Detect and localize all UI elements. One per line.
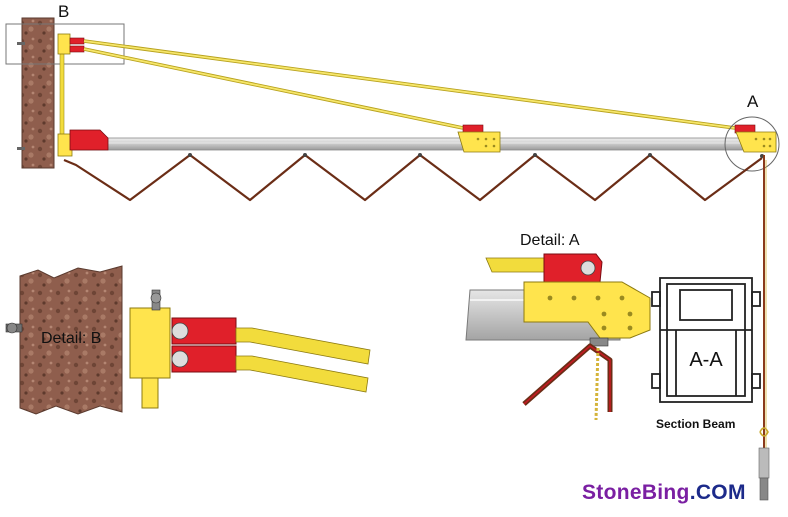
callout-box-b — [5, 23, 125, 65]
pendant-hook — [758, 427, 770, 501]
detail-b-lower-rod — [235, 355, 369, 393]
detail-a-bolts — [547, 295, 633, 331]
top-clamp-lower — [69, 45, 85, 53]
section-beam-caption: Section Beam — [656, 417, 736, 431]
callout-circle-a — [724, 116, 780, 172]
detail-b-upper-clamp — [171, 317, 237, 345]
callout-label-a: A — [747, 92, 759, 111]
top-wall-bracket — [57, 33, 71, 55]
end-yellow-plate — [735, 131, 777, 153]
main-beam — [63, 137, 777, 151]
detail-a-chain — [594, 347, 600, 421]
detail-b-upper-rod — [235, 327, 371, 365]
festoon-cable — [63, 153, 763, 202]
detail-a-rod — [485, 257, 545, 273]
detail-b — [5, 265, 371, 415]
detail-a-title: Detail: A — [520, 232, 580, 249]
watermark-brand: StoneBing — [582, 481, 690, 504]
detail-a — [465, 253, 651, 421]
watermark: StoneBing.COM — [582, 481, 746, 505]
top-clamp-upper — [69, 37, 85, 45]
section-cut-label: A-A — [689, 349, 723, 371]
detail-b-title: Detail: B — [41, 330, 102, 347]
detail-a-plate — [523, 281, 651, 339]
rock-wall — [21, 17, 55, 169]
bottom-red-clamp — [69, 129, 109, 151]
detail-a-trolley — [589, 337, 609, 347]
detail-b-bracket — [129, 307, 171, 379]
main-assembly — [5, 17, 780, 501]
callout-label-b: B — [58, 2, 70, 21]
festoon-hangers — [188, 153, 764, 158]
mid-yellow-plate — [457, 131, 501, 153]
watermark-domain: .COM — [689, 481, 746, 504]
detail-b-rock — [19, 265, 123, 415]
section-beam-profile — [651, 277, 761, 403]
detail-b-lower-clamp — [171, 345, 237, 373]
wall-bolts — [17, 42, 25, 150]
